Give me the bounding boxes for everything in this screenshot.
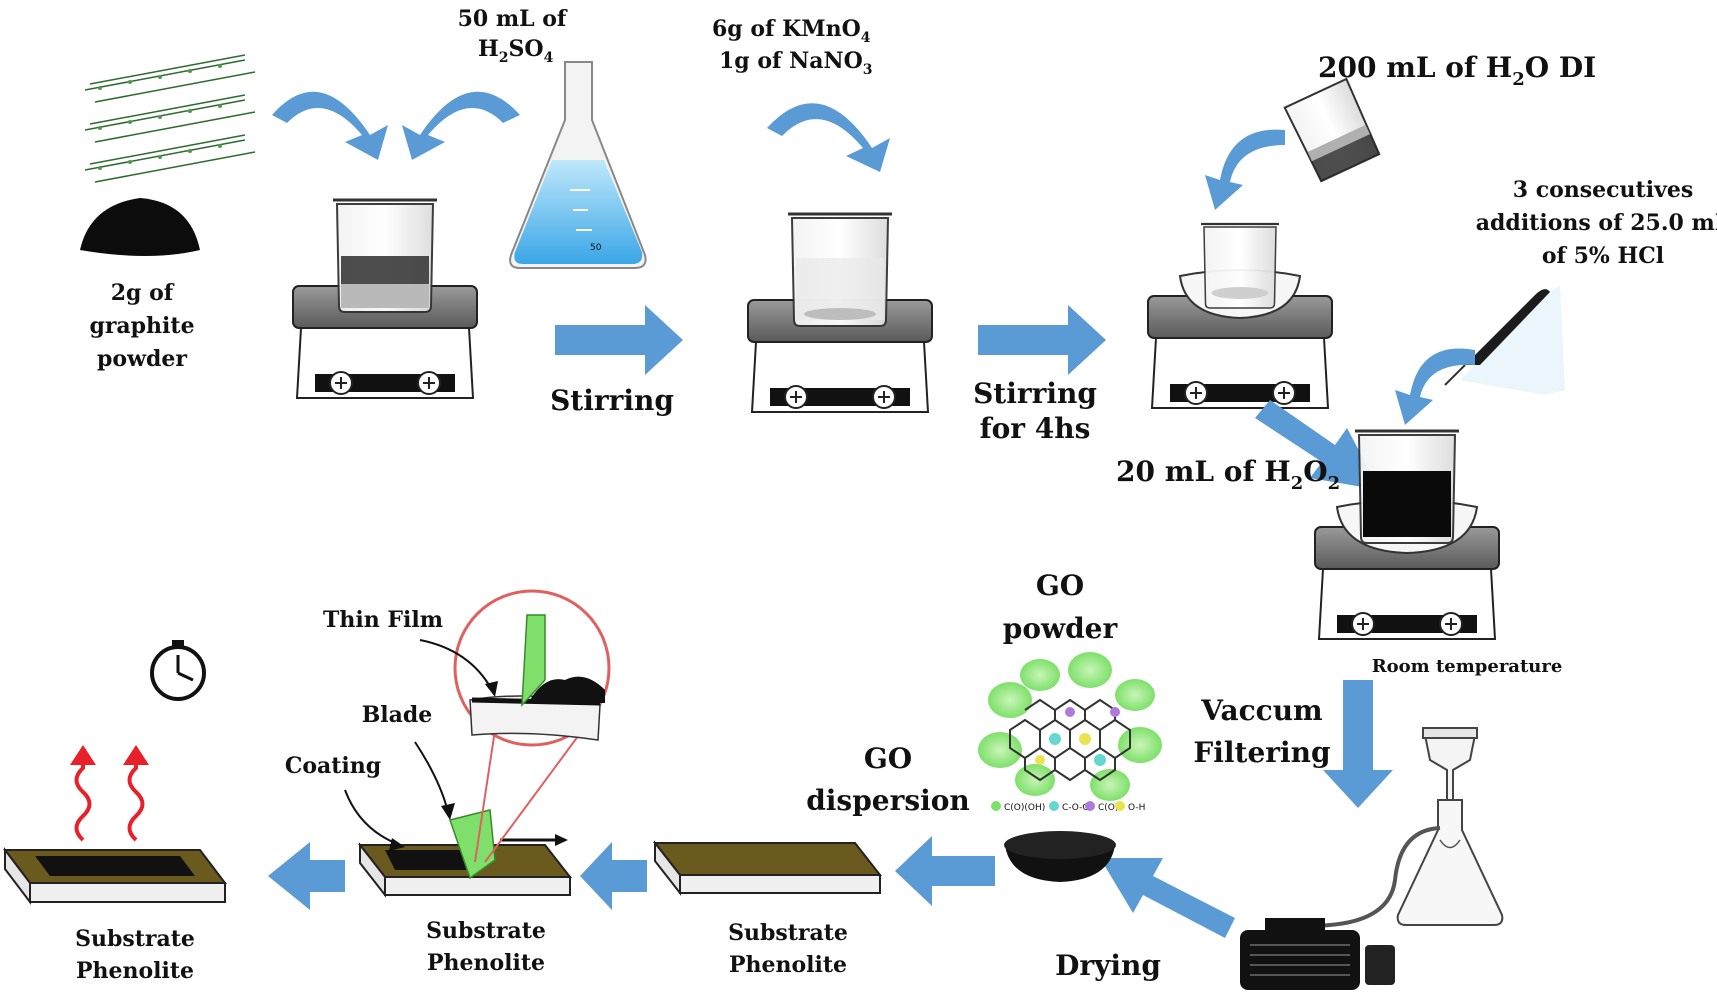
curved-arrow-icon [402, 91, 520, 160]
thin-film-pointer [419, 639, 493, 691]
arrowhead-icon [389, 838, 405, 851]
substrate2-label-1: Substrate [426, 918, 546, 944]
beaker-black-icon [1353, 429, 1461, 545]
zoom-inset-icon [453, 589, 611, 863]
substrate3-label-2: Phenolite [729, 952, 847, 978]
left-arrow-icon [268, 842, 345, 910]
down-arrow-icon [1323, 680, 1393, 808]
vaccum-label-1: Vaccum [1200, 694, 1322, 727]
curved-arrow-icon [272, 91, 388, 160]
room-temperature-label: Room temperature [1372, 656, 1563, 677]
substrate-plain-icon [652, 840, 883, 896]
vaccum-label-2: Filtering [1193, 736, 1330, 769]
h2so4-label-1: 50 mL of [458, 6, 568, 32]
kmno4-label: 6g of KMnO4 [712, 16, 871, 46]
curved-arrow-icon [1205, 129, 1285, 210]
substrate1-label-1: Substrate [75, 926, 195, 952]
substrate3-label-1: Substrate [728, 920, 848, 946]
left-arrow-icon [895, 836, 995, 906]
right-arrow-icon [555, 305, 683, 375]
graphite-label-1: 2g of [111, 280, 175, 306]
go-powder-label-1: GO [1036, 569, 1084, 602]
svg-text:C(O)(OH): C(O)(OH) [1004, 803, 1045, 813]
curved-arrow-icon [1395, 348, 1475, 425]
beaker-kmno4-icon [786, 212, 894, 328]
arrowhead-icon [555, 834, 568, 846]
vacuum-pump-icon [1240, 918, 1395, 990]
graphite-sheets-icon [84, 54, 256, 183]
h2so4-label-2: H2SO4 [478, 36, 554, 66]
hcl-label-1: 3 consecutives [1513, 177, 1694, 203]
go-dispersion-label-2: dispersion [806, 784, 970, 817]
diagonal-arrow-icon [1100, 858, 1235, 938]
water-label: 200 mL of H2O DI [1318, 51, 1596, 90]
arrowhead-icon [485, 681, 498, 697]
substrate2-label-2: Phenolite [427, 950, 545, 976]
go-legend: C(O)(OH) C-O-C C(O) O-H [991, 801, 1145, 813]
heat-waves-icon [70, 745, 149, 842]
graphite-label-3: powder [97, 346, 187, 372]
stirring-4h-label-2: for 4hs [980, 412, 1091, 445]
go-dispersion-label-1: GO [864, 742, 912, 775]
diagonal-arrow-icon [1255, 400, 1380, 490]
blade-pointer [414, 741, 449, 813]
right-arrow-icon [978, 305, 1106, 375]
hcl-label-3: of 5% HCl [1542, 243, 1664, 269]
beaker-graphite-icon [331, 198, 439, 314]
go-powder-label-2: powder [1003, 612, 1119, 645]
left-arrow-icon [580, 842, 647, 910]
beaker-ice-bath-icon [1199, 222, 1281, 310]
svg-text:50: 50 [590, 243, 602, 253]
svg-text:O-H: O-H [1128, 803, 1145, 813]
stirring-4h-label-1: Stirring [973, 377, 1097, 410]
curved-arrow-icon [767, 103, 890, 172]
vacuum-hose-icon [1269, 826, 1441, 932]
svg-text:C-O-C: C-O-C [1062, 803, 1089, 813]
substrate1-label-2: Phenolite [76, 958, 194, 984]
hcl-label-2: additions of 25.0 mL [1476, 210, 1717, 236]
coating-label: Coating [285, 753, 381, 779]
water-beaker-icon [1283, 77, 1381, 183]
stopwatch-icon [150, 640, 206, 701]
thin-film-label: Thin Film [323, 607, 443, 633]
erlenmeyer-flask-icon: 50 [509, 61, 647, 269]
pipette-icon [1444, 285, 1565, 395]
blade-label: Blade [362, 702, 433, 728]
stirring-label: Stirring [550, 384, 674, 417]
graphite-label-2: graphite [89, 313, 194, 339]
drying-label: Drying [1055, 949, 1161, 982]
h2o2-label: 20 mL of H2O2 [1116, 455, 1340, 494]
go-powder-bowl-icon [1004, 831, 1116, 882]
substrate-heated-icon [2, 847, 228, 905]
arrowhead-icon [441, 803, 455, 820]
graphite-powder-pile-icon [80, 198, 200, 256]
blade-icon [449, 809, 496, 880]
graphene-oxide-molecule-icon [978, 652, 1162, 801]
nano3-label: 1g of NaNO3 [719, 48, 873, 78]
coating-pointer [344, 789, 401, 846]
svg-text:C(O): C(O) [1098, 803, 1118, 813]
buchner-flask-icon [1396, 727, 1504, 926]
